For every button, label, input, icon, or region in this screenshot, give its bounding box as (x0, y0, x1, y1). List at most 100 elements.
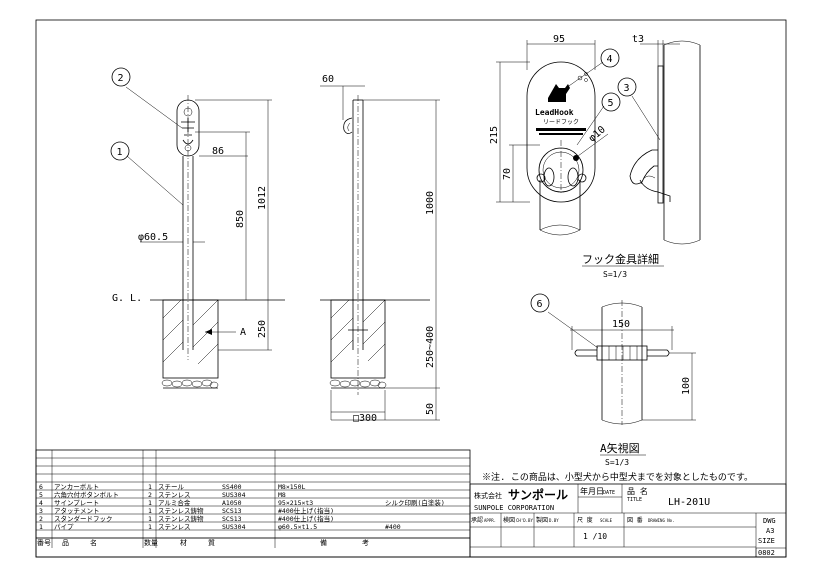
svg-text:5: 5 (608, 98, 614, 109)
svg-text:SIZE: SIZE (758, 537, 775, 545)
parts-cell-qty: 1 (148, 483, 152, 491)
svg-text:図 番: 図 番 (627, 517, 643, 524)
dim-150-label: 150 (612, 319, 630, 330)
svg-text:2: 2 (118, 73, 124, 84)
parts-cell-spec: 95×215×t3 (278, 499, 313, 507)
hook-detail-caption: フック金具詳細 (582, 252, 659, 266)
balloon-4: 4 (600, 48, 620, 68)
dim-sq300-label: □300 (353, 413, 377, 424)
company-label: 株式会社 (474, 491, 502, 500)
parts-cell-mat1: ステンレス (158, 523, 191, 531)
sheet-number: 0802 (758, 549, 775, 557)
foundation-side (330, 299, 386, 379)
parts-cell-mat2: SCS13 (222, 507, 242, 515)
parts-cell-spec: φ60.5×t1.5 (278, 523, 317, 531)
parts-cell-mat2: SS400 (222, 483, 242, 491)
svg-text:備 考: 備 考 (320, 538, 369, 547)
svg-text:APPR.: APPR. (484, 518, 496, 523)
parts-cell-name: スタンダードフック (54, 514, 113, 523)
a-view: 150 100 (547, 300, 696, 425)
parts-cell-mat2: SUS304 (222, 491, 246, 499)
dim-50-label: 50 (425, 403, 436, 415)
parts-cell-mat1: ステンレス鋳物 (158, 514, 204, 523)
parts-cell-spec: #400仕上げ(指当) (278, 506, 334, 515)
parts-cell-name: サインプレート (54, 499, 99, 507)
parts-cell-no: 3 (39, 507, 43, 515)
dim-phi10-label: φ10 (587, 124, 608, 144)
svg-text:材 質: 材 質 (180, 538, 215, 547)
a-view-caption: A矢視図 (600, 441, 640, 455)
parts-cell-no: 5 (39, 491, 43, 499)
parts-cell-no: 1 (39, 523, 43, 531)
dim-100-label: 100 (681, 377, 692, 395)
parts-header-row: 番号 品 名 数量 材 質 備 考 (37, 538, 369, 547)
sign-plate-detail (526, 61, 596, 203)
title-block: 株式会社 サンポール SUNPOLE CORPORATION 年月日 DATE … (469, 483, 787, 558)
dim-1000-label: 1000 (425, 191, 436, 215)
side-view: 60 1000 250~400 50 (320, 74, 440, 424)
svg-text:DRAWING No.: DRAWING No. (648, 518, 675, 523)
parts-row: 3 アタッチメント 1 ステンレス鋳物 SCS13 #400仕上げ(指当) (39, 506, 334, 515)
svg-text:製図: 製図 (536, 516, 548, 524)
date-label: 年月日 (580, 486, 604, 496)
parts-cell-mat2: SCS13 (222, 515, 242, 523)
dim-60-label: 60 (322, 74, 334, 85)
dim-250-400-label: 250~400 (425, 326, 436, 368)
svg-text:尺 度: 尺 度 (577, 516, 593, 524)
sign-sub: リードフック (543, 119, 579, 126)
svg-text:1: 1 (117, 147, 123, 158)
svg-text:品 名: 品 名 (62, 538, 97, 547)
parts-cell-note: シルク印刷(白塗装) (385, 498, 445, 507)
company-logo: サンポール (508, 487, 568, 502)
parts-cell-mat1: アルミ合金 (158, 498, 191, 507)
svg-text:SCALE: SCALE (600, 518, 613, 523)
front-view: 86 1012 850 φ60.5 250 A G. L. (112, 86, 285, 389)
parts-cell-qty: 1 (148, 507, 152, 515)
balloon-5: 5 (601, 92, 621, 112)
parts-cell-mat1: スチール (158, 483, 185, 491)
parts-cell-mat2: SUS304 (222, 523, 246, 531)
svg-text:番号: 番号 (37, 539, 51, 547)
parts-cell-qty: 1 (148, 499, 152, 507)
hook-detail-scale: S=1/3 (603, 270, 627, 279)
parts-cell-name: 六角穴付ボタンボルト (54, 490, 119, 499)
dim-70-label: 70 (502, 168, 513, 180)
parts-cell-name: アンカーボルト (54, 483, 99, 491)
balloon-1: 1 (110, 141, 130, 161)
parts-cell-no: 2 (39, 515, 43, 523)
scale-value: 1 /10 (583, 532, 607, 541)
dim-250-label: 250 (257, 320, 268, 338)
dim-86-label: 86 (212, 146, 224, 157)
parts-cell-name: アタッチメント (54, 506, 100, 515)
parts-cell-mat1: ステンレス鋳物 (158, 506, 204, 515)
dim-850-label: 850 (235, 210, 246, 228)
dim-phi605-label: φ60.5 (138, 232, 168, 243)
balloon-6: 6 (530, 293, 550, 313)
parts-cell-no: 6 (39, 483, 43, 491)
parts-cell-mat1: ステンレス (158, 491, 191, 499)
svg-text:D.BY: D.BY (549, 518, 559, 523)
svg-text:承認: 承認 (471, 516, 483, 524)
title-label: 品 名 (627, 486, 648, 496)
svg-text:DWG: DWG (763, 517, 776, 525)
parts-cell-mat2: A1050 (222, 499, 242, 507)
balloon-2: 2 (111, 67, 131, 87)
svg-text:TITLE: TITLE (627, 497, 642, 503)
hook-detail-side: t3 (629, 34, 701, 245)
parts-cell-spec: #400仕上げ(指当) (278, 514, 334, 523)
ground-level-label: G. L. (112, 293, 142, 304)
svg-text:検図: 検図 (503, 516, 515, 524)
parts-cell-qty: 1 (148, 523, 152, 531)
a-view-scale: S=1/3 (605, 458, 629, 467)
parts-cell-qty: 2 (148, 491, 152, 499)
product-code: LH-201U (668, 497, 710, 508)
svg-text:4: 4 (607, 54, 613, 65)
parts-cell-note: #400 (385, 523, 401, 531)
svg-text:6: 6 (537, 299, 543, 310)
